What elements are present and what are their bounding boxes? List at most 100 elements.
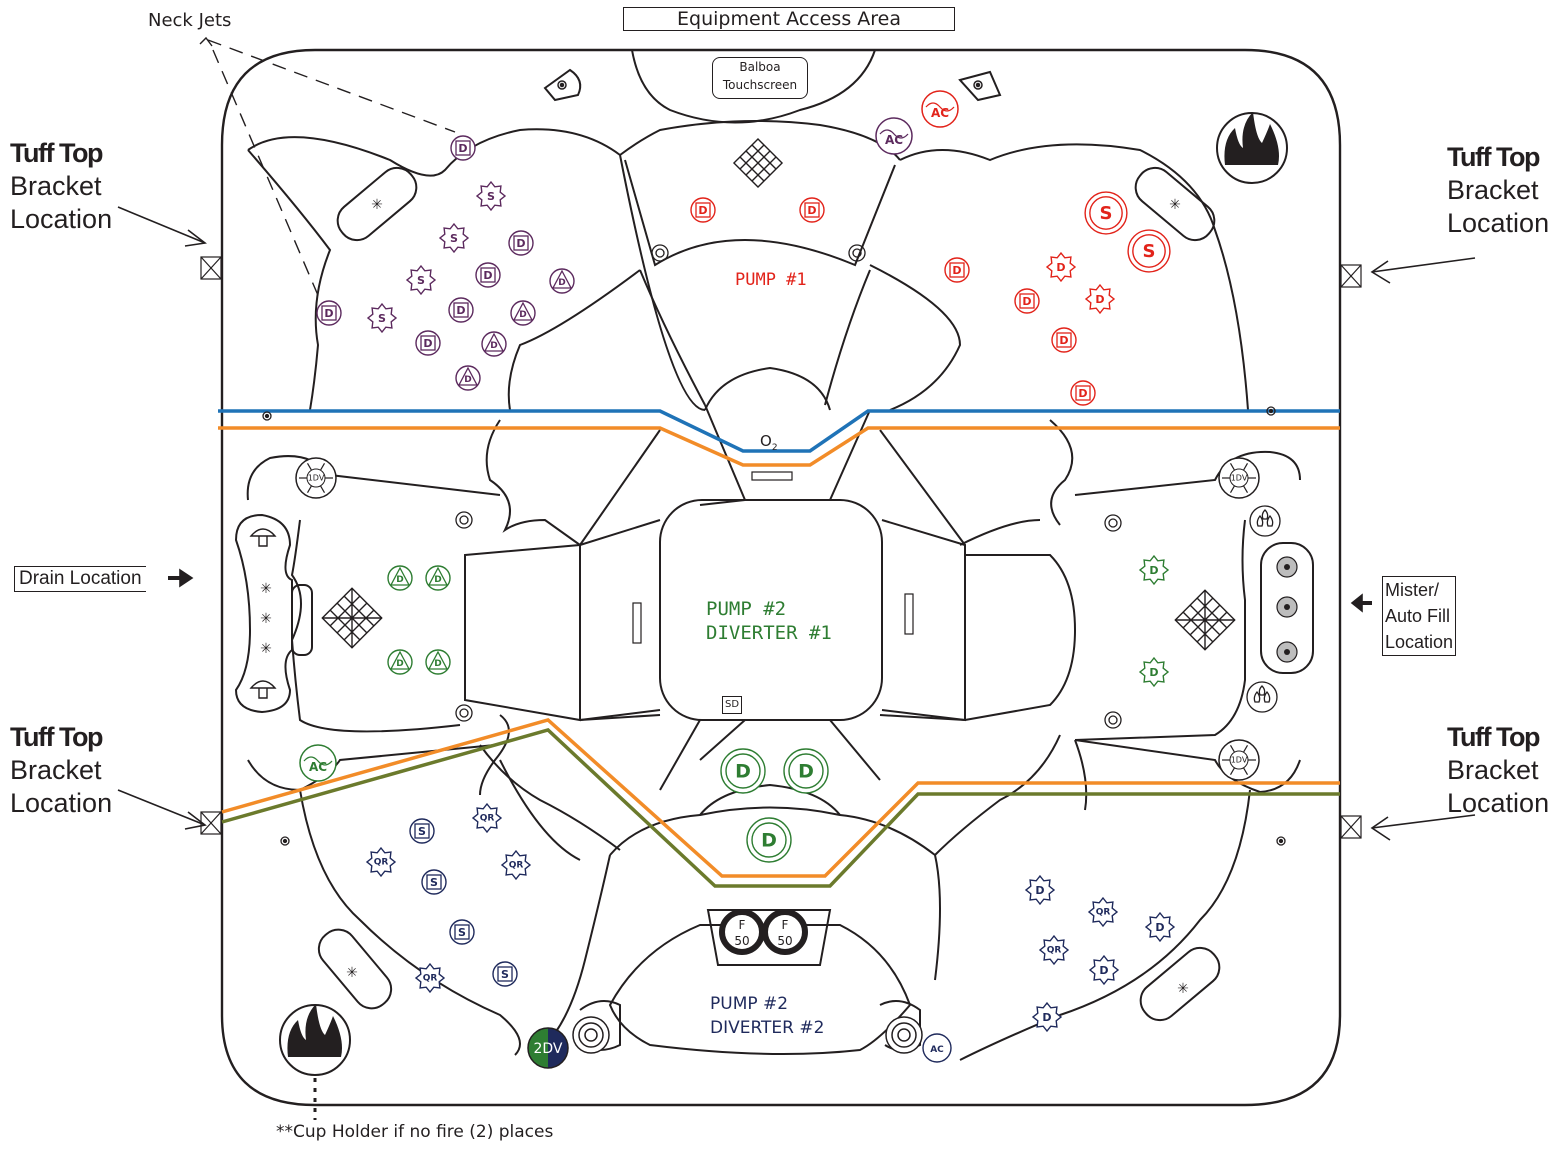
jet-d-square: D xyxy=(944,257,970,283)
air-control-ac: AC xyxy=(875,117,913,155)
diverter-label: 2DV xyxy=(533,1041,562,1057)
jet-label: QR xyxy=(423,974,438,984)
speaker-icon xyxy=(572,1016,610,1054)
jet-label: D xyxy=(1149,564,1158,577)
jet-label: D xyxy=(490,341,497,351)
svg-text:✳: ✳ xyxy=(1169,197,1181,213)
jet-star: D xyxy=(1031,1001,1063,1033)
jet-label: D xyxy=(1155,921,1164,934)
jet-d-square: D xyxy=(415,330,441,356)
o2-label: O2 xyxy=(760,432,778,453)
star-lights: ✳✳✳✳ ✳✳✳ xyxy=(260,197,1189,997)
grid-vent xyxy=(321,137,1236,651)
vent-slots xyxy=(632,471,914,644)
fire-icon xyxy=(279,1004,351,1076)
jet-star: S xyxy=(475,180,507,212)
tuff-top-label-top-right: Tuff Top Bracket Location xyxy=(1447,142,1550,238)
jet-label: D xyxy=(1056,261,1065,274)
jet-d-triangle: D xyxy=(387,649,413,675)
jet-label: D xyxy=(434,575,441,585)
jet-d-square: D xyxy=(799,197,825,223)
jet-d-triangle: D xyxy=(481,331,507,357)
filter-label: 50 xyxy=(734,934,749,948)
jet-label: D xyxy=(396,659,403,669)
jet-label: D xyxy=(1149,666,1158,679)
jet-label: D xyxy=(483,269,492,282)
jet-large: S xyxy=(1084,191,1128,235)
jet-label: D xyxy=(519,310,526,320)
filter-label: F xyxy=(739,918,746,932)
jet-label: D xyxy=(1095,293,1104,306)
air-control-label: AC xyxy=(885,133,903,147)
jet-d-square: S xyxy=(409,818,435,844)
orange-line-top xyxy=(218,426,1340,467)
jet-large: S xyxy=(1127,229,1171,273)
jet-d-triangle: D xyxy=(549,268,575,294)
jet-label: D xyxy=(434,659,441,669)
filter-f50: F 50 xyxy=(719,909,765,955)
blue-line xyxy=(218,409,1340,453)
tuff-top-label-top-left: Tuff Top Bracket Location xyxy=(10,138,113,234)
jet-d-square: D xyxy=(1014,288,1040,314)
jet-label: D xyxy=(558,278,565,288)
bracket-bottom-left xyxy=(200,811,222,835)
jet-label: S xyxy=(430,876,438,889)
jet-label: D xyxy=(761,830,777,852)
jet-label: QR xyxy=(1047,946,1062,956)
jet-label: S xyxy=(450,232,458,245)
bracket-top-right xyxy=(1340,264,1362,288)
jet-star: QR xyxy=(414,962,446,994)
svg-text:✳: ✳ xyxy=(1177,981,1189,997)
cup-holder-label: **Cup Holder if no fire (2) places xyxy=(276,1122,554,1142)
jet-d-square: D xyxy=(450,135,476,161)
jet-star: D xyxy=(1138,656,1170,688)
jet-star: D xyxy=(1045,251,1077,283)
pump2-bottom-label: PUMP #2 DIVERTER #2 xyxy=(710,994,825,1038)
jet-label: D xyxy=(464,375,471,385)
jet-large: D xyxy=(720,748,766,794)
jet-large: D xyxy=(746,817,792,863)
top-eye-lights xyxy=(557,80,983,90)
jet-d-triangle: D xyxy=(387,565,413,591)
jet-d-square: S xyxy=(492,961,518,987)
mister-location-label: Mister/ Auto Fill Location xyxy=(1382,576,1457,656)
jet-label: D xyxy=(516,237,525,250)
diverter-valve-2dv: 2DV xyxy=(527,1027,569,1069)
air-control-ac: AC xyxy=(921,90,959,128)
plumbing-lines xyxy=(218,409,1340,888)
jet-star: D xyxy=(1024,874,1056,906)
jet-d-square: D xyxy=(508,230,534,256)
diverter-valve-1dv: 1DV xyxy=(1218,739,1260,781)
jet-d-square: S xyxy=(449,919,475,945)
water-drop-icon xyxy=(1246,505,1281,713)
jet-label: D xyxy=(735,761,751,783)
jet-star: S xyxy=(405,264,437,296)
jet-label: D xyxy=(456,304,465,317)
olive-line xyxy=(221,728,1340,888)
jet-label: QR xyxy=(480,814,495,824)
jet-label: D xyxy=(1042,1011,1051,1024)
diverter-valve-1dv: 1DV xyxy=(1218,457,1260,499)
touchscreen-panel: Balboa Touchscreen xyxy=(712,57,808,99)
jet-label: QR xyxy=(374,858,389,868)
diverter-label: 1DV xyxy=(1231,474,1248,483)
jet-label: S xyxy=(378,312,386,325)
jet-d-square: D xyxy=(690,197,716,223)
mushroom-icon xyxy=(249,528,277,699)
jet-label: D xyxy=(324,307,333,320)
seat-outlines xyxy=(234,49,1314,1061)
jet-label: D xyxy=(423,337,432,350)
jet-label: D xyxy=(807,204,816,217)
jet-star: QR xyxy=(471,802,503,834)
air-control-label: AC xyxy=(309,760,327,774)
drain-location-label: Drain Location xyxy=(14,566,146,592)
jet-star: D xyxy=(1138,554,1170,586)
diverter-label: 1DV xyxy=(1231,756,1248,765)
jet-large: D xyxy=(783,748,829,794)
jet-d-triangle: D xyxy=(425,565,451,591)
jet-star: QR xyxy=(1087,896,1119,928)
jet-d-triangle: D xyxy=(425,649,451,675)
diverter-label: 1DV xyxy=(308,474,325,483)
bracket-top-left xyxy=(200,256,222,280)
